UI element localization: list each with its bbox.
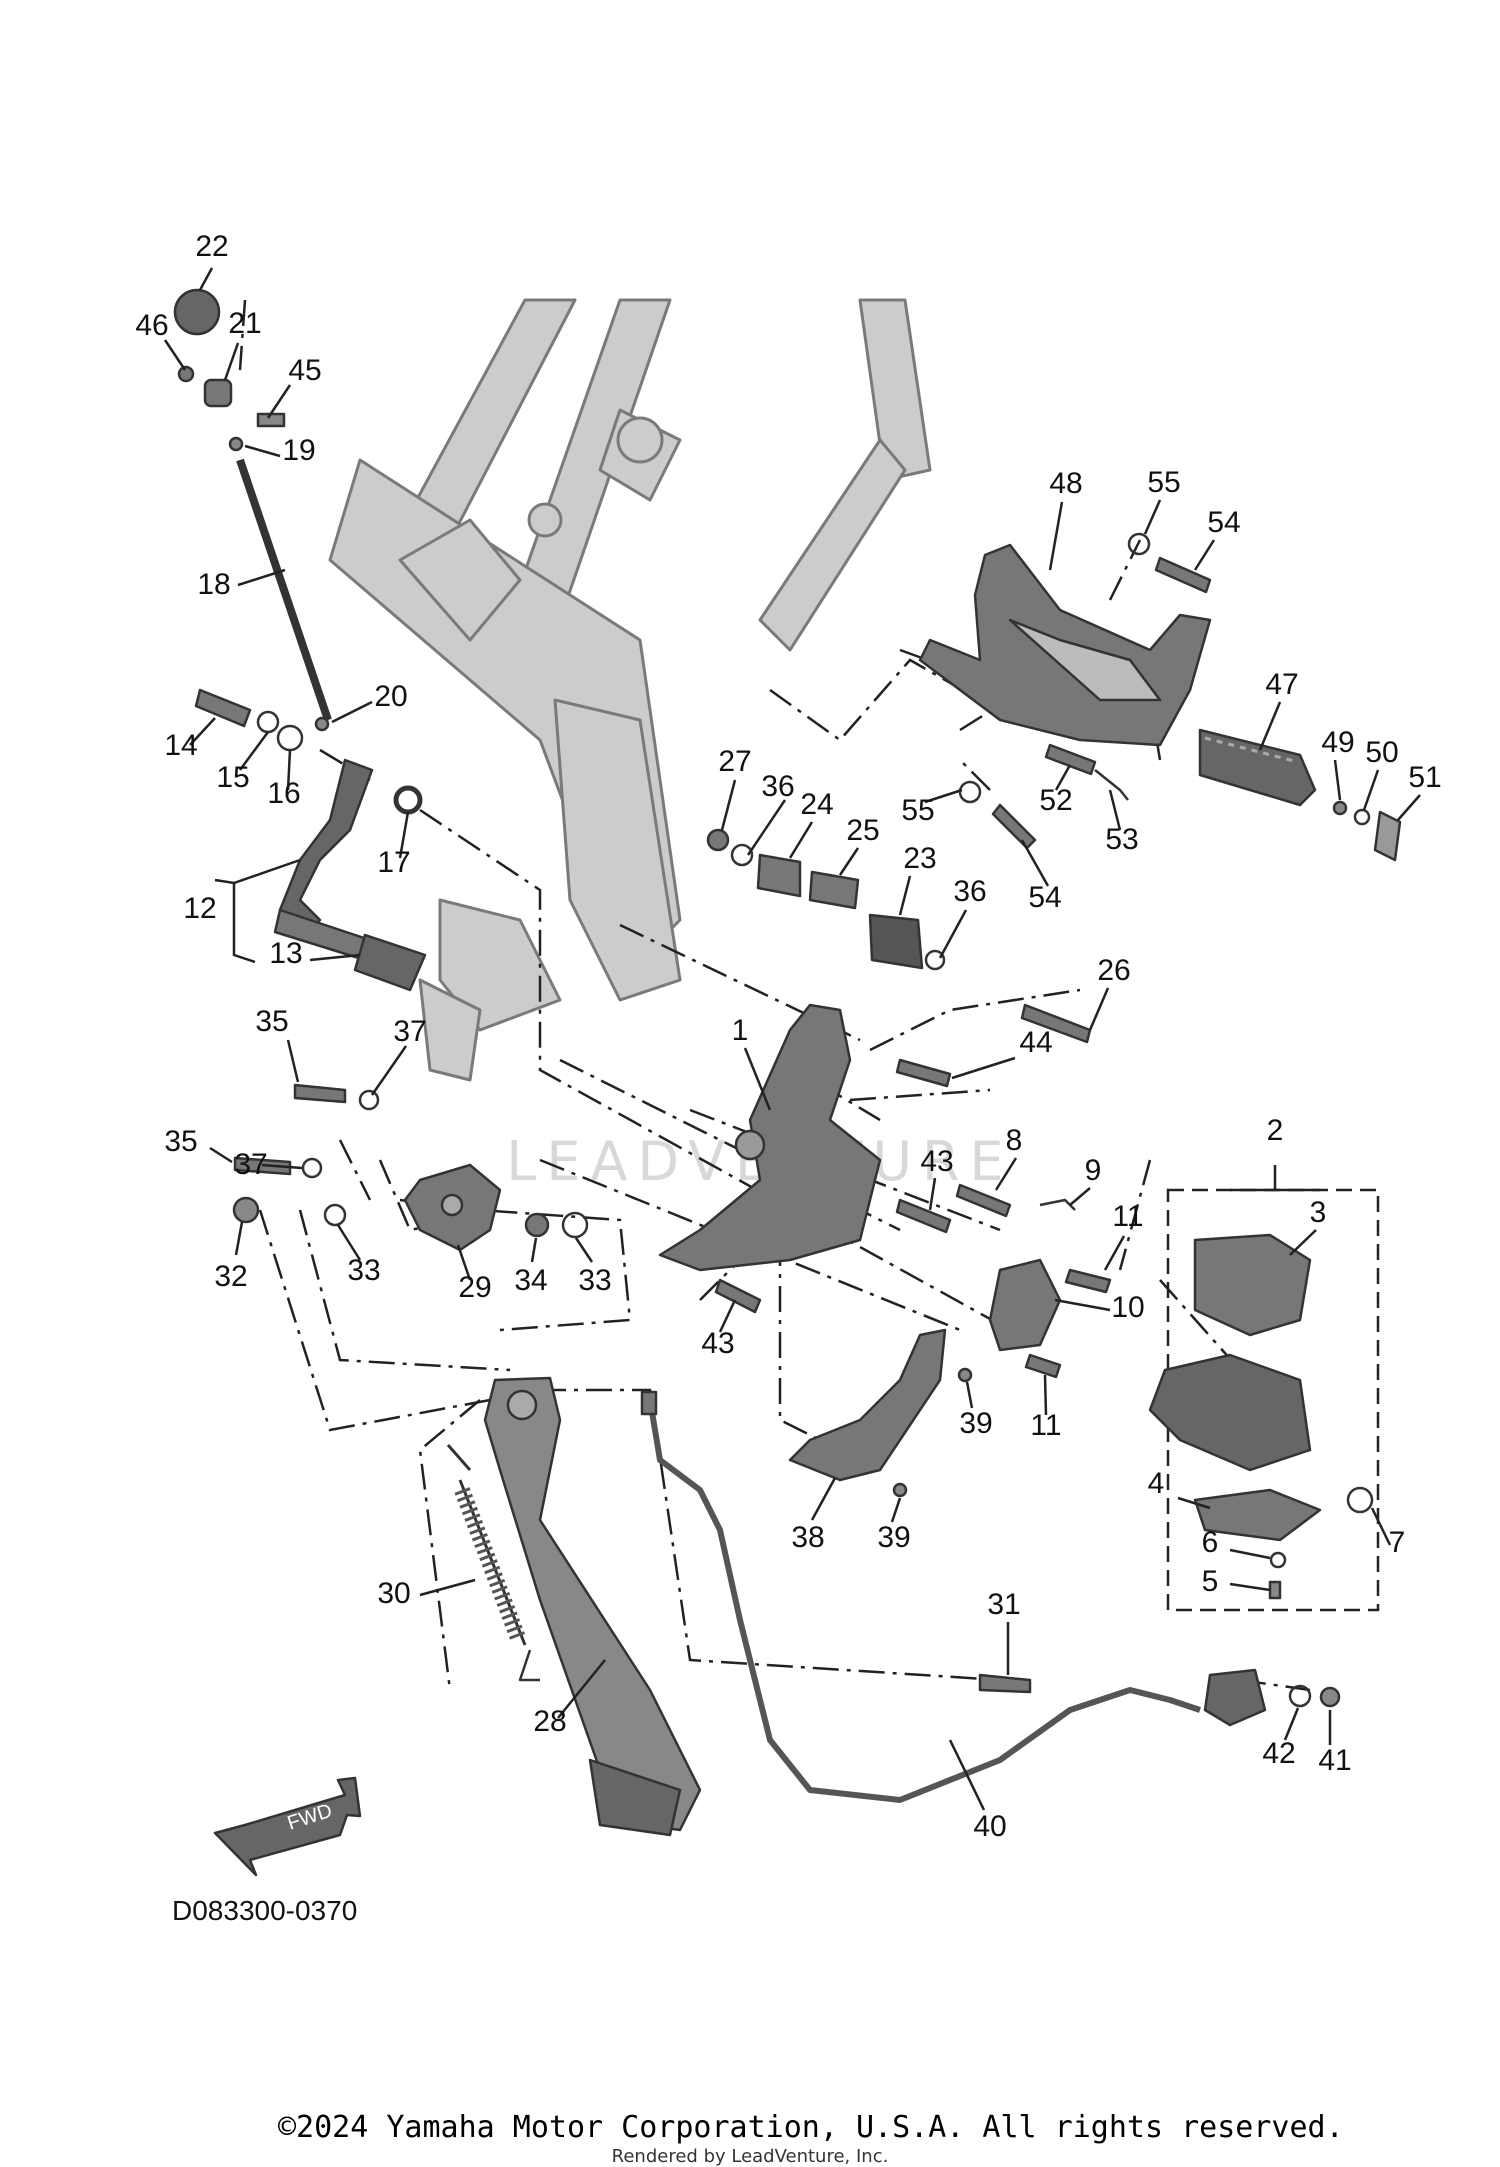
callout-50: 50 [1365,736,1398,769]
callout-34: 34 [514,1264,547,1297]
callout-12: 12 [183,892,216,925]
fwd-arrow-icon [213,1776,362,1877]
callout-42: 42 [1262,1737,1295,1770]
callout-1: 1 [732,1014,749,1047]
callout-33: 33 [347,1254,380,1287]
callout-8: 8 [1006,1124,1023,1157]
callout-16: 16 [267,777,300,810]
callout-35: 35 [164,1125,197,1158]
callout-20: 20 [374,680,407,713]
callout-26: 26 [1097,954,1130,987]
callout-13: 13 [269,937,302,970]
parts [173,288,1402,1877]
callout-33: 33 [578,1264,611,1297]
callout-43: 43 [701,1327,734,1360]
callout-29: 29 [458,1271,491,1304]
rendered-by-text: Rendered by LeadVenture, Inc. [611,2146,889,2167]
callout-39: 39 [877,1521,910,1554]
callout-17: 17 [377,846,410,879]
callout-22: 22 [195,230,228,263]
callout-47: 47 [1265,668,1298,701]
callout-28: 28 [533,1705,566,1738]
callout-7: 7 [1389,1526,1406,1559]
callout-51: 51 [1408,761,1441,794]
callout-55: 55 [1147,466,1180,499]
callout-4: 4 [1148,1467,1165,1500]
callout-44: 44 [1019,1026,1052,1059]
callout-39: 39 [959,1407,992,1440]
callout-5: 5 [1202,1565,1219,1598]
diagram-code: D083300-0370 [172,1895,357,1926]
callout-6: 6 [1202,1526,1219,1559]
callout-48: 48 [1049,467,1082,500]
callout-37: 37 [393,1015,426,1048]
callout-2: 2 [1267,1114,1284,1147]
callout-14: 14 [164,729,197,762]
frame [328,298,932,1082]
callout-11: 11 [1112,1200,1143,1233]
callout-30: 30 [377,1577,410,1610]
callout-27: 27 [718,745,751,778]
callout-52: 52 [1039,784,1072,817]
callout-21: 21 [228,307,261,340]
callout-53: 53 [1105,823,1138,856]
callout-45: 45 [288,354,321,387]
callout-54: 54 [1028,881,1061,914]
callout-10: 10 [1111,1291,1144,1324]
callout-11: 11 [1030,1409,1061,1442]
callout-32: 32 [214,1260,247,1293]
callout-3: 3 [1310,1196,1327,1229]
callout-35: 35 [255,1005,288,1038]
callout-41: 41 [1318,1744,1351,1777]
leader-lines [163,267,1421,1811]
callout-55: 55 [901,794,934,827]
callout-15: 15 [216,761,249,794]
callout-25: 25 [846,814,879,847]
group-bracket-2 [1230,1165,1320,1192]
callout-46: 46 [135,309,168,342]
callout-43: 43 [920,1145,953,1178]
callout-37: 37 [234,1148,267,1181]
callout-23: 23 [903,842,936,875]
callout-49: 49 [1321,726,1354,759]
callout-36: 36 [761,770,794,803]
callout-40: 40 [973,1810,1006,1843]
callout-38: 38 [791,1521,824,1554]
callout-24: 24 [800,788,833,821]
callout-36: 36 [953,875,986,908]
callout-9: 9 [1085,1154,1102,1187]
callout-19: 19 [282,434,315,467]
callout-31: 31 [987,1588,1020,1621]
copyright-text: ©2024 Yamaha Motor Corporation, U.S.A. A… [278,2110,1344,2145]
callout-18: 18 [197,568,230,601]
callout-54: 54 [1207,506,1240,539]
